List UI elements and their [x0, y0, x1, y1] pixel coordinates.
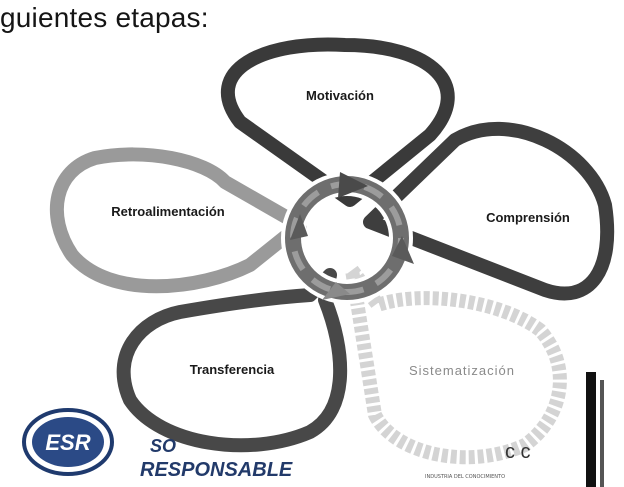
stage-label-sistematizacion: Sistematización	[409, 363, 515, 378]
cycle-arrow-left	[290, 214, 308, 240]
stage-label-transferencia: Transferencia	[190, 362, 275, 377]
cycle-arrow-bottom	[322, 282, 350, 300]
esr-logo-word-1: SO	[150, 436, 176, 456]
esr-badge-text: ESR	[45, 430, 90, 455]
petal-transferencia: Transferencia	[116, 268, 348, 453]
cycle-arrow-right	[392, 236, 414, 264]
right-logo-caption: INDUSTRIA DEL CONOCIMIENTO	[425, 474, 505, 480]
petal-retroalimentacion: Retroalimentación	[50, 147, 307, 294]
petal-sistematizacion: Sistematización	[345, 263, 567, 465]
stage-label-comprension: Comprensión	[486, 210, 570, 225]
stage-label-motivacion: Motivación	[306, 88, 374, 103]
page-heading: guientes etapas:	[0, 2, 209, 33]
right-logo: c c INDUSTRIA DEL CONOCIMIENTO	[425, 372, 604, 487]
esr-logo-word-2: RESPONSABLE	[140, 459, 293, 481]
petal-motivacion: Motivación	[220, 37, 455, 207]
right-logo-letters: c c	[505, 441, 531, 463]
petal-comprension: Comprensión	[363, 122, 615, 301]
esr-logo: ESR	[22, 408, 114, 476]
cycle-arrow-top	[338, 172, 368, 198]
stage-label-retroalimentacion: Retroalimentación	[111, 204, 224, 219]
